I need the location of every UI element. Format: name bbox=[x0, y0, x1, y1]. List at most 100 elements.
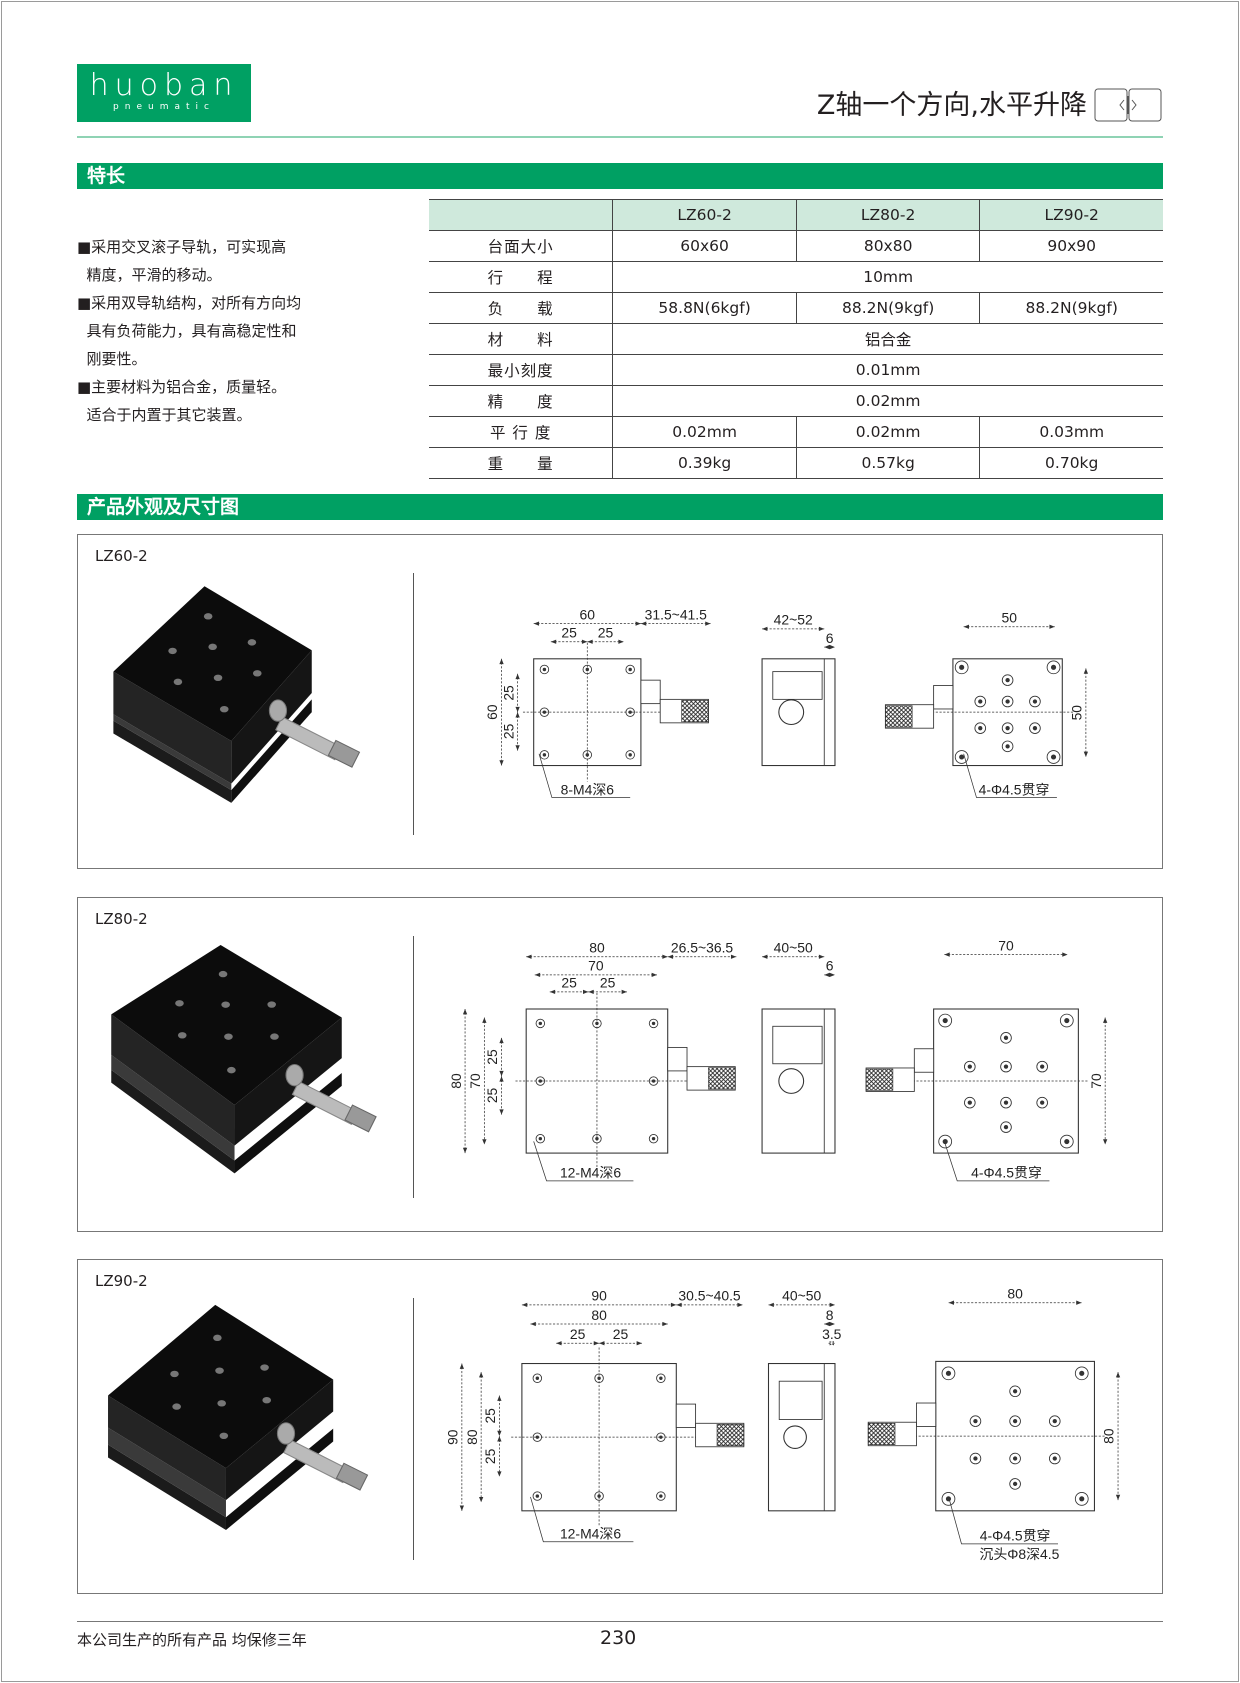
hole-center bbox=[597, 1494, 601, 1498]
hole-icon bbox=[648, 1133, 659, 1144]
hole-icon bbox=[1029, 695, 1041, 708]
panel-divider bbox=[413, 573, 414, 835]
hole-icon bbox=[532, 1373, 543, 1383]
stage-gap bbox=[111, 1054, 235, 1161]
hole-icon bbox=[625, 707, 635, 717]
row-label: 重 量 bbox=[429, 447, 613, 479]
hole-center bbox=[535, 1494, 540, 1498]
hole-center bbox=[1003, 1125, 1009, 1130]
hole-icon bbox=[1074, 1366, 1089, 1381]
dimension-label: 80 bbox=[1101, 1428, 1117, 1444]
warranty-text: 本公司生产的所有产品 均保修三年 bbox=[77, 1631, 307, 1649]
screw-icon bbox=[175, 1000, 184, 1007]
hole-center bbox=[659, 1376, 663, 1380]
screw-icon bbox=[267, 1001, 276, 1008]
screw-icon bbox=[213, 1334, 222, 1342]
screw-icon bbox=[213, 674, 223, 682]
hole-center bbox=[967, 1100, 972, 1105]
dimension-label: 25 bbox=[484, 1087, 500, 1103]
micrometer-body bbox=[916, 1402, 937, 1427]
hole-center bbox=[1012, 1481, 1018, 1487]
dimension-label: 60 bbox=[484, 704, 500, 720]
hole-icon bbox=[535, 1133, 546, 1144]
cell-value: 0.70kg bbox=[979, 447, 1163, 479]
micrometer-icon bbox=[291, 1080, 359, 1125]
hole-center bbox=[1064, 1138, 1070, 1145]
hole-center bbox=[595, 1021, 599, 1026]
hole-center bbox=[1040, 1064, 1045, 1069]
hole-icon bbox=[1059, 1013, 1074, 1028]
hole-icon bbox=[1048, 1452, 1061, 1465]
dimension-label: 沉头Φ8深4.5 bbox=[979, 1546, 1059, 1562]
micrometer-icon bbox=[283, 1439, 350, 1484]
hole-center bbox=[538, 1136, 543, 1141]
hole-center bbox=[1052, 1419, 1057, 1424]
stage-gap bbox=[113, 714, 232, 791]
hole-center bbox=[1003, 1035, 1009, 1040]
bearing-circle bbox=[778, 1068, 805, 1094]
logo-text: huoban bbox=[89, 68, 239, 103]
screw-icon bbox=[170, 1370, 179, 1378]
dimension-label: 25 bbox=[482, 1408, 498, 1424]
hole-center bbox=[535, 1435, 540, 1439]
hole-center bbox=[538, 1079, 543, 1083]
hole-icon bbox=[656, 1432, 666, 1442]
dimension-label: 6 bbox=[826, 630, 834, 646]
base-plate-side bbox=[113, 720, 232, 803]
dimension-label: 70 bbox=[467, 1073, 483, 1089]
hole-center bbox=[585, 667, 590, 672]
model-label: LZ60-2 bbox=[95, 547, 148, 565]
dimension-label: 70 bbox=[588, 958, 604, 974]
side-view bbox=[767, 1362, 836, 1512]
feature-line: ■采用交叉滚子导轨，可实现高 bbox=[77, 238, 287, 256]
dimension-label: 70 bbox=[1088, 1073, 1104, 1089]
screw-icon bbox=[215, 1367, 224, 1374]
dimension-label: 90 bbox=[591, 1288, 607, 1304]
cell-value: 0.02mm bbox=[795, 416, 980, 448]
cell-value: 0.02mm bbox=[612, 385, 1163, 417]
hole-center bbox=[959, 754, 965, 760]
micrometer-thimble-icon bbox=[335, 1462, 369, 1491]
hole-center bbox=[542, 710, 547, 714]
hole-icon bbox=[1009, 1478, 1021, 1490]
dimension-label: 4-Φ4.5贯穿 bbox=[979, 781, 1050, 797]
hole-icon bbox=[964, 1060, 976, 1073]
hole-icon bbox=[974, 695, 987, 708]
dimension-label: 25 bbox=[561, 975, 577, 991]
hole-center bbox=[978, 699, 983, 704]
dimension-label: 8 bbox=[826, 1307, 834, 1323]
hole-center bbox=[651, 1136, 656, 1141]
hole-center bbox=[1012, 1419, 1018, 1424]
hole-icon bbox=[582, 664, 593, 675]
cell-value: 铝合金 bbox=[612, 323, 1163, 355]
cell-value: 88.2N(9kgf) bbox=[979, 292, 1163, 324]
leader-line bbox=[943, 1141, 1050, 1182]
hole-icon bbox=[539, 750, 550, 760]
header-divider bbox=[77, 136, 1163, 138]
hole-icon bbox=[974, 722, 987, 734]
base-plate-side bbox=[111, 1069, 235, 1174]
hole-icon bbox=[1000, 1121, 1012, 1133]
hole-center bbox=[942, 1017, 948, 1024]
feature-line: ■采用双导轨结构，对所有方向均 bbox=[77, 294, 302, 312]
column-header: LZ80-2 bbox=[795, 199, 980, 231]
hole-icon bbox=[1046, 660, 1061, 675]
table-row: 材 料铝合金 bbox=[429, 323, 1163, 355]
micrometer-body bbox=[675, 1403, 697, 1428]
screw-icon bbox=[221, 1001, 230, 1008]
dimension-label: 90 bbox=[445, 1429, 461, 1445]
hole-center bbox=[973, 1419, 978, 1424]
dimension-label: 50 bbox=[1069, 705, 1085, 721]
cell-value: 60x60 bbox=[612, 230, 797, 262]
model-label: LZ80-2 bbox=[95, 910, 148, 928]
hole-icon bbox=[656, 1491, 666, 1501]
hole-icon bbox=[594, 1373, 604, 1383]
hole-icon bbox=[594, 1491, 604, 1501]
screw-icon bbox=[252, 670, 262, 677]
hole-center bbox=[978, 726, 983, 731]
